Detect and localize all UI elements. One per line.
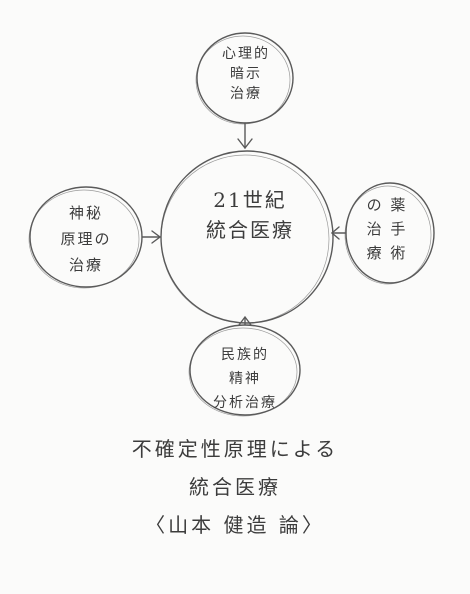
arrow-left-to-center [141, 230, 162, 244]
arrow-right-to-center [330, 226, 347, 240]
bottom-circle-sketch [188, 327, 298, 417]
right-circle-sketch [344, 185, 432, 285]
left-circle-sketch [28, 189, 140, 289]
right-label: の 薬 治 手 療 術 [366, 196, 408, 262]
top-circle-sketch [195, 35, 291, 125]
caption: 不確定性原理による 統合医療 〈山本 健造 論〉 [131, 437, 339, 537]
center-label: 21世紀 統合医療 [206, 188, 294, 242]
bottom-label: 民族的 精神 分析治療 [213, 347, 277, 411]
arrow-top-to-center [237, 122, 253, 150]
arrow-bottom-to-center [238, 315, 252, 326]
left-label: 神秘 原理の 治療 [60, 204, 112, 274]
top-label: 心理的 暗示 治療 [222, 46, 270, 102]
